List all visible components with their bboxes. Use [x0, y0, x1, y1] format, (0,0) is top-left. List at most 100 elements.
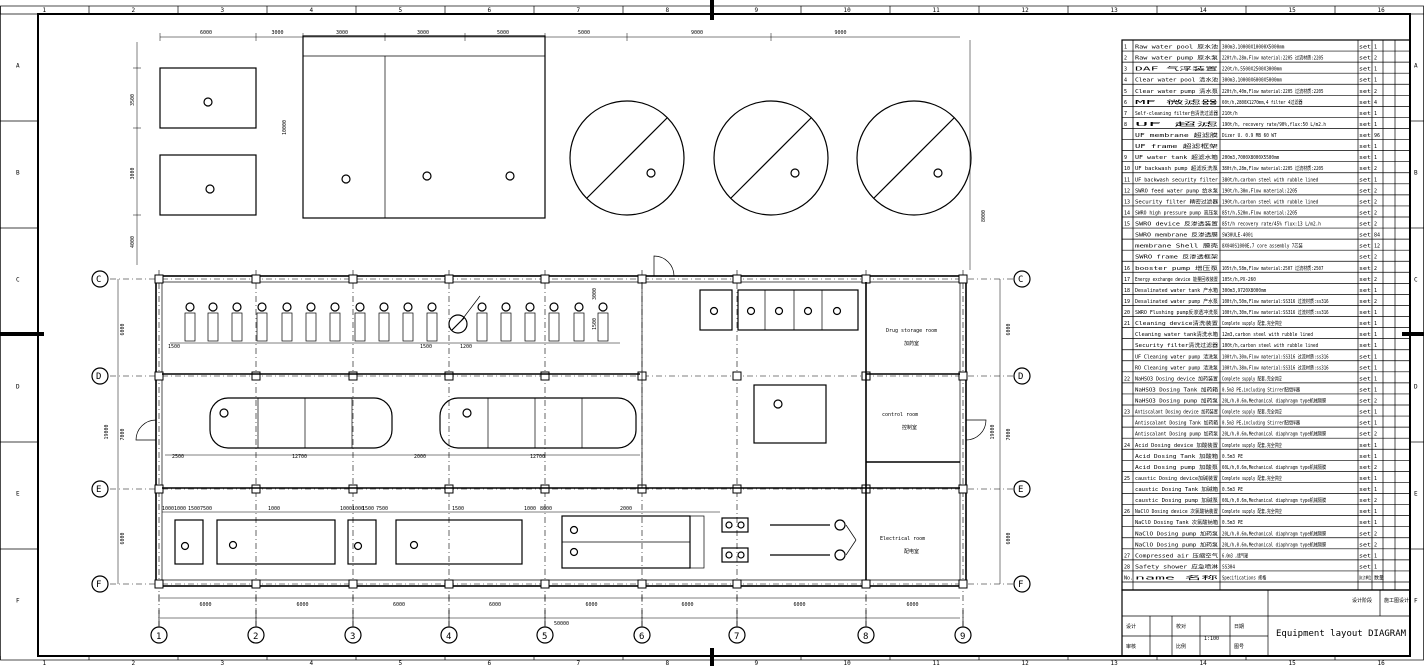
- table-cell-name: caustic Dosing device加碱装置: [1135, 475, 1218, 482]
- table-cell-qty: 1: [1374, 144, 1377, 150]
- table-cell-name: SWRO membrane 反渗透膜: [1135, 232, 1218, 239]
- table-cell-qty: 2: [1374, 542, 1377, 548]
- table-cell-name: Antiscalant Dosing Tank 加药箱: [1135, 420, 1218, 427]
- scale-value: 1:100: [1204, 636, 1219, 642]
- table-cell-no: 22: [1124, 376, 1130, 382]
- room-label-zh: 加药室: [904, 340, 919, 347]
- table-cell-qty: 4: [1374, 100, 1377, 106]
- ruler-number: 10: [844, 660, 852, 666]
- table-cell-qty: 2: [1374, 266, 1377, 272]
- ruler-number: 1: [43, 7, 47, 14]
- uf-membrane-module: [549, 302, 559, 312]
- ruler-number: 5: [399, 7, 403, 14]
- table-cell-name: Raw water pump 原水泵: [1135, 55, 1218, 62]
- uf-membrane-housing: [256, 312, 268, 342]
- table-cell-no: 16: [1124, 266, 1130, 272]
- filter-pipe: [460, 295, 481, 322]
- booster-pumps: [721, 517, 857, 563]
- table-cell-qty: 2: [1374, 222, 1377, 228]
- axis-bubble: [440, 626, 458, 644]
- table-cell-spec: 0.5m3 PE,including Stirrer配搅拌器: [1222, 420, 1300, 427]
- table-cell-unit: set: [1359, 321, 1371, 327]
- table-cell-name: SWRO Flushing pump反渗透冲洗泵: [1135, 309, 1218, 316]
- column: [251, 371, 261, 381]
- ruler-number: 11: [933, 7, 941, 14]
- uf-membrane-housing: [207, 312, 219, 342]
- table-cell-name: caustic Dosing Tank 加碱箱: [1135, 486, 1218, 493]
- dim-label: 6000: [586, 602, 598, 608]
- ruler-number: 12: [1022, 7, 1030, 14]
- table-cell-qty: 12: [1374, 244, 1380, 250]
- ruler-number: 7: [577, 660, 581, 666]
- table-cell-no: 20: [1124, 310, 1130, 316]
- dim-label: 12700: [530, 454, 545, 460]
- uf-water-tank-1: [569, 100, 685, 216]
- column: [540, 274, 550, 284]
- table-cell-name: Clear water pump 清水泵: [1135, 88, 1218, 95]
- table-cell-spec: 190t/h, recovery rate/90%,flux:50 L/m2.h: [1222, 122, 1326, 128]
- ruler-number: 4: [310, 660, 314, 666]
- equipment-marker: [709, 306, 719, 316]
- column: [348, 371, 358, 381]
- axis-bubble: [536, 626, 554, 644]
- axis-bubble-label: 5: [542, 632, 547, 642]
- table-cell-unit: set: [1359, 498, 1371, 504]
- table-cell-spec: 100t/h,carbon steel with rubble lined: [1222, 343, 1318, 349]
- room-label-en: Drug storage room: [886, 328, 937, 334]
- table-cell-spec: 100t/h,50m,Flow material:SS316 过流材质:ss31…: [1222, 298, 1329, 305]
- table-cell-spec: 20L/h,0.6m,Mechanical diaphragm type机械隔膜: [1222, 431, 1326, 438]
- ruler-number: 6: [488, 7, 492, 14]
- table-cell-qty: 1: [1374, 520, 1377, 526]
- table-cell-name: Cleaning device清洗装置: [1135, 320, 1218, 327]
- table-cell-qty: 1: [1374, 476, 1377, 482]
- dim-label: 6000: [200, 602, 212, 608]
- table-cell-name: name 名称: [1135, 575, 1218, 582]
- table-cell-name: DAF 气浮装置: [1135, 66, 1218, 73]
- table-cell-spec: 105t/h,PX-260: [1222, 277, 1256, 283]
- table-cell-no: 6: [1124, 100, 1127, 106]
- table-cell-name: Self-cleaning filter自清洗过滤器: [1135, 110, 1218, 117]
- table-cell-name: Safety shower 应急喷淋: [1135, 563, 1218, 570]
- table-cell-name: SWRO frame 反渗透框架: [1135, 254, 1218, 261]
- uf-membrane-housing: [329, 312, 341, 342]
- uf-membrane-housing: [378, 312, 390, 342]
- axis-bubble-label: 9: [960, 632, 965, 642]
- dim-label: 1000: [268, 506, 280, 512]
- dim-label: 2000: [414, 454, 426, 460]
- equipment-marker: [203, 97, 213, 107]
- table-cell-qty: 数量: [1374, 575, 1384, 582]
- table-cell-unit: set: [1359, 67, 1371, 73]
- column: [540, 484, 550, 494]
- ruler-number: 16: [1378, 7, 1386, 14]
- dim-label: 6000: [794, 602, 806, 608]
- table-cell-qty: 2: [1374, 188, 1377, 194]
- axis-bubble: [633, 626, 651, 644]
- axis-bubble-label: D: [1018, 372, 1023, 382]
- table-cell-unit: set: [1359, 89, 1371, 95]
- axis-bubble-label: E: [96, 485, 101, 495]
- equipment-marker: [505, 171, 515, 181]
- table-cell-qty: 2: [1374, 89, 1377, 95]
- table-cell-unit: set: [1359, 56, 1371, 62]
- table-cell-name: UF 超滤: [1135, 121, 1218, 128]
- drawing-title: Equipment layout DIAGRAM: [1276, 629, 1407, 639]
- table-cell-unit: set: [1359, 387, 1371, 393]
- equipment-marker: [832, 306, 842, 316]
- dim-label: 6000: [393, 602, 405, 608]
- table-cell-qty: 2: [1374, 432, 1377, 438]
- axis-bubble-label: D: [96, 372, 101, 382]
- table-cell-qty: 1: [1374, 155, 1377, 161]
- table-cell-spec: Complete supply 配套,完全供应: [1222, 442, 1282, 449]
- table-cell-spec: 20L/h,0.6m,Mechanical diaphragm type机械隔膜: [1222, 398, 1326, 405]
- equipment-marker: [205, 184, 215, 194]
- dim-label: 5000: [497, 30, 509, 36]
- ruler-letter: B: [1414, 170, 1418, 177]
- axis-bubble: [1013, 480, 1031, 498]
- table-cell-unit: set: [1359, 155, 1371, 161]
- column: [251, 484, 261, 494]
- table-cell-no: 3: [1124, 67, 1127, 73]
